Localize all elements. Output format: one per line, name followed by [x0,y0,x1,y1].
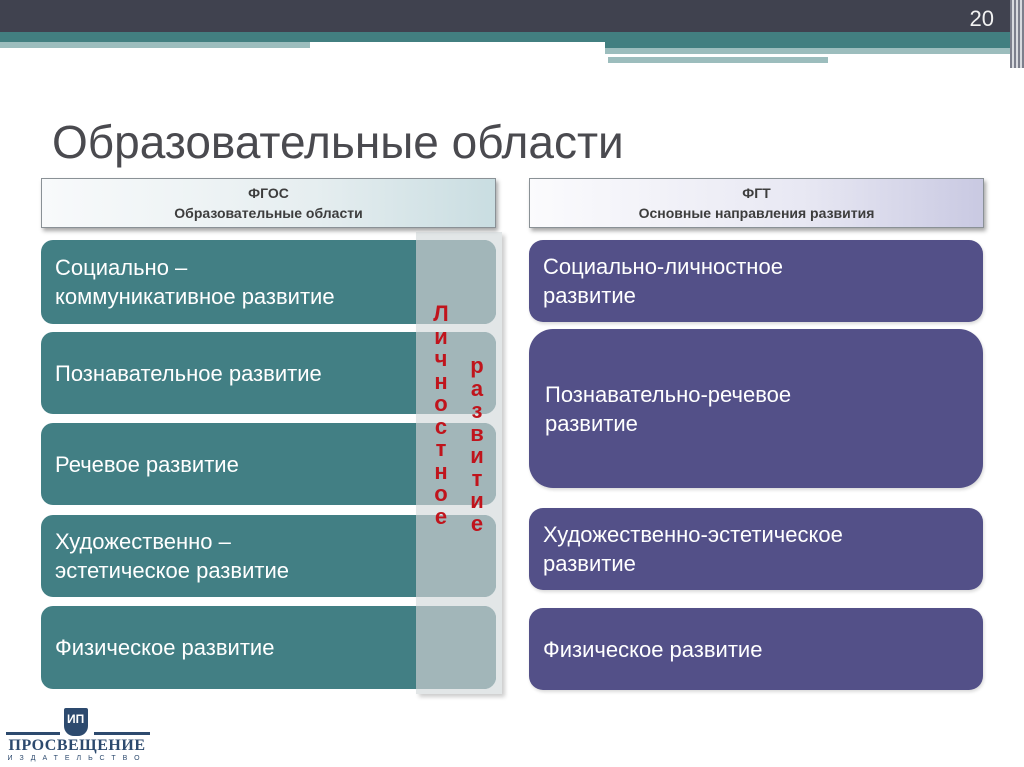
header-stripe-light [608,57,828,63]
fgos-area-cognitive: Познавательное развитие [41,332,496,414]
fgt-direction-physical: Физическое развитие [529,608,983,690]
letter: з [471,398,483,423]
logo-mark: ИП [67,712,85,726]
box-label-line2: развитие [543,551,636,576]
header-stripe-light [0,42,310,48]
letter: н [434,458,448,484]
box-label: Речевое развитие [55,451,239,477]
header-stripe-light [605,48,1010,54]
box-fade [416,332,496,414]
header-bar [0,0,1024,32]
letter: р [470,353,484,378]
page-number: 20 [969,6,994,31]
fgos-header: ФГОС Образовательные области [41,178,496,228]
vertical-word-razvitie: р а з в и т и е [465,353,489,536]
letter: и [470,488,484,513]
letter: о [434,481,448,506]
letter: т [471,465,483,491]
header-stripe [0,32,1010,42]
letter: т [435,436,447,461]
box-fade [416,606,496,689]
prosveshchenie-logo: ИП ПРОСВЕЩЕНИЕ ИЗДАТЕЛЬСТВО [2,700,152,767]
fgt-header-subtitle: Основные направления развития [638,205,875,221]
box-label-line2: коммуникативное развитие [55,284,335,309]
letter: Л [433,301,449,326]
box-fade [416,515,496,597]
letter: и [434,323,448,349]
header-edge-lines [1010,0,1024,68]
fgos-header-title: ФГОС [248,185,289,201]
box-label: Художественно-эстетическое развитие [543,520,843,578]
vertical-word-lichnostnoe: Л и ч н о с т н о е [429,301,453,529]
logo-shield-icon [64,708,88,736]
letter: с [434,413,448,439]
box-label-line2: эстетическое развитие [55,558,289,583]
letter: а [470,375,484,401]
box-label-line1: Социально-личностное [543,254,783,279]
fgt-direction-social-personal: Социально-личностное развитие [529,240,983,322]
box-label-line1: Художественно – [55,529,231,554]
fgt-header-title: ФГТ [742,185,771,201]
logo-line-right [94,732,150,735]
letter: н [434,368,448,394]
letter: в [470,420,484,446]
fgos-area-artistic-aesthetic: Художественно – эстетическое развитие [41,515,496,597]
box-label: Физическое развитие [55,635,275,660]
fgt-direction-artistic-aesthetic: Художественно-эстетическое развитие [529,508,983,590]
box-label-line1: Познавательно-речевое [545,381,792,407]
letter: е [470,510,484,536]
box-label: Художественно – эстетическое развитие [55,527,289,585]
box-fade [416,240,496,324]
letter: о [434,391,448,416]
box-label-line2: развитие [545,410,638,436]
box-fade [416,423,496,505]
fgos-header-subtitle: Образовательные области [174,205,363,221]
slide-title: Образовательные области [52,115,624,168]
logo-name: ПРОСВЕЩЕНИЕ [8,737,146,754]
box-label: Физическое развитие [543,636,763,662]
logo-subtitle: ИЗДАТЕЛЬСТВО [7,755,147,762]
box-label: Познавательное развитие [55,360,322,386]
header-stripe-white [608,54,953,57]
box-label-line1: Художественно-эстетическое [543,522,843,547]
box-label: Социально-личностное развитие [543,252,783,310]
box-label-line1: Социально – [55,255,188,280]
box-label: Познавательно-речевое развитие [543,380,791,438]
fgt-direction-cognitive-speech: Познавательно-речевое развитие [529,329,983,488]
personal-development-overlay [416,232,502,694]
logo-line-left [6,732,60,735]
box-label-line2: развитие [543,283,636,308]
fgos-area-physical: Физическое развитие [41,606,496,689]
letter: ч [434,346,448,371]
fgos-area-social-communicative: Социально – коммуникативное развитие [41,240,496,324]
fgt-header: ФГТ Основные направления развития [529,178,984,228]
header-stripe [605,42,1010,48]
fgos-area-speech: Речевое развитие [41,423,496,505]
box-label: Социально – коммуникативное развитие [55,253,335,311]
letter: е [434,503,448,529]
letter: и [470,443,484,468]
